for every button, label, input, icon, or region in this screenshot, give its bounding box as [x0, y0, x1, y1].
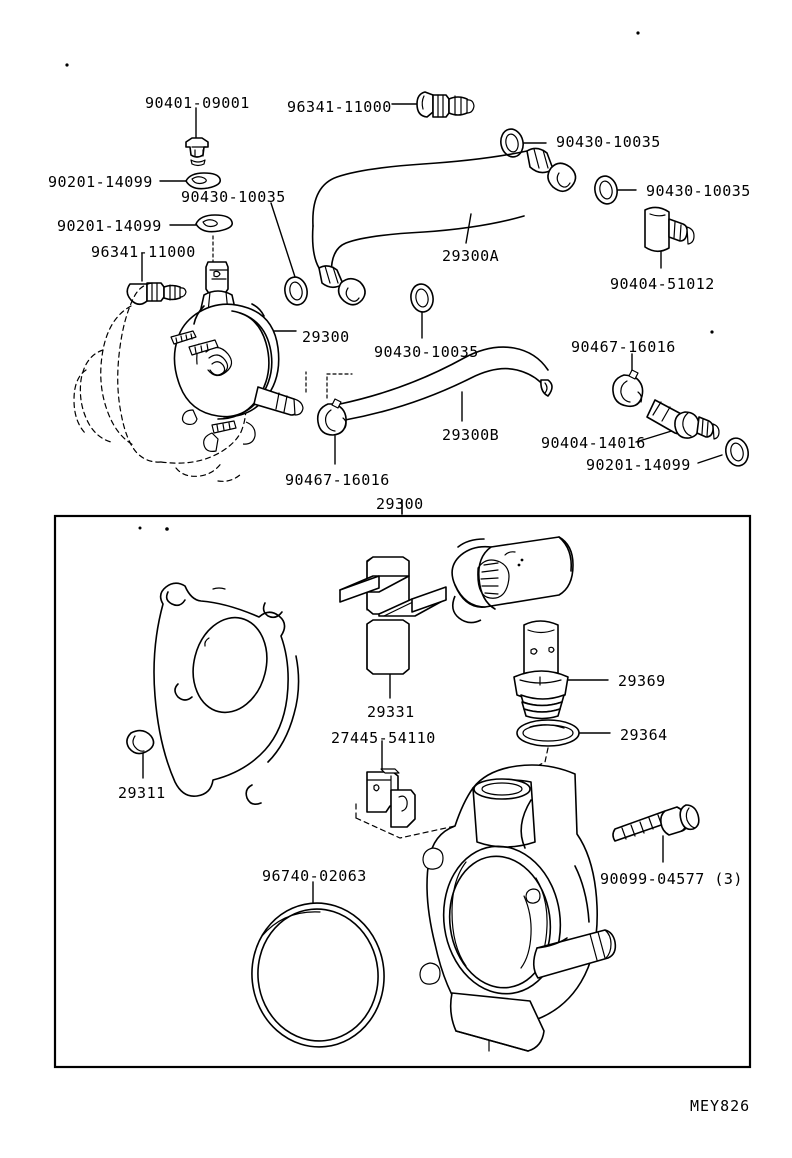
part-90467-16016-clamp-right [612, 353, 644, 408]
part-label-o-ring-valve[interactable]: 29364 [620, 726, 668, 744]
part-90430-10035-gasket-c [594, 175, 637, 205]
part-label-union-screw[interactable]: 90401-09001 [145, 94, 250, 112]
scan-speck [636, 31, 640, 35]
scan-speck [165, 527, 169, 531]
part-label-hose-clamp[interactable]: 90467-16016 [285, 471, 390, 489]
scan-speck [65, 63, 69, 67]
scan-speck [517, 563, 521, 567]
part-label-hose-union[interactable]: 90404-14016 [541, 434, 646, 452]
part-29331-vanes [339, 556, 447, 699]
part-90430-10035-gasket-b [270, 202, 308, 306]
part-label-hose-union[interactable]: 90404-51012 [610, 275, 715, 293]
part-27445-54110-bracket [366, 740, 416, 828]
scan-speck [138, 526, 142, 530]
part-90404-14016-hose-union [635, 399, 720, 443]
part-90404-51012-hose-union [644, 206, 695, 269]
alternator-body-ghost [73, 282, 247, 482]
part-label-washer-plate[interactable]: 90201-14099 [57, 217, 162, 235]
sheet-footer-code: MEY826 [690, 1097, 751, 1115]
part-90099-04577-bolt [612, 804, 700, 863]
part-label-gasket[interactable]: 90430-10035 [181, 188, 286, 206]
assembly-guide-bracket [355, 817, 456, 839]
part-label-o-ring-housing[interactable]: 96740-02063 [262, 867, 367, 885]
part-29300A-vacuum-hose [311, 147, 577, 306]
part-label-bracket[interactable]: 27445-54110 [331, 729, 436, 747]
lower-panel-drawing [53, 499, 752, 1069]
part-pump-housing [419, 764, 617, 1052]
part-96740-02063-o-ring [251, 881, 385, 1048]
part-label-relief-valve[interactable]: 29369 [618, 672, 666, 690]
part-29311-pin [126, 729, 155, 779]
part-label-vacuum-hose-a[interactable]: 29300A [442, 247, 500, 265]
part-label-union-bolt-left[interactable]: 96341-11000 [91, 243, 196, 261]
part-label-pin[interactable]: 29311 [118, 784, 166, 802]
part-96341-11000-union-bolt-left [126, 252, 187, 306]
part-90467-16016-clamp-left [316, 398, 347, 465]
part-label-union-bolt-top[interactable]: 96341-11000 [287, 98, 392, 116]
part-29369-relief-valve [513, 620, 609, 720]
upper-assembly-drawing [65, 31, 749, 482]
part-90201-14099-washer-right [697, 437, 749, 467]
panel-frame [53, 514, 752, 1069]
part-96341-11000-union-bolt-top [391, 91, 475, 118]
part-label-vacuum-pump-assy[interactable]: 29300 [302, 328, 350, 346]
part-label-gasket[interactable]: 90430-10035 [556, 133, 661, 151]
part-label-hose-clamp[interactable]: 90467-16016 [571, 338, 676, 356]
scan-speck [710, 330, 714, 334]
part-29364-o-ring [516, 719, 611, 747]
part-pump-cover-plate [153, 582, 300, 805]
part-label-gasket[interactable]: 90430-10035 [374, 343, 479, 361]
part-label-washer-plate[interactable]: 90201-14099 [48, 173, 153, 191]
assembly-guide-line-clamp-left [326, 373, 353, 399]
part-90430-10035-gasket-d [410, 283, 434, 339]
part-90430-10035-gasket-a [500, 128, 547, 158]
part-label-bolt[interactable]: 90099-04577 (3) [600, 870, 743, 888]
part-label-gasket[interactable]: 90430-10035 [646, 182, 751, 200]
part-29300-vacuum-pump [170, 261, 304, 452]
part-90201-14099-washer-lower [169, 214, 234, 233]
part-90401-09001-union-screw [185, 107, 209, 167]
part-label-pump-vane[interactable]: 29331 [367, 703, 415, 721]
part-label-vacuum-hose-b[interactable]: 29300B [442, 426, 500, 444]
panel-title: 29300 [376, 495, 424, 513]
part-90201-14099-washer-upper [159, 172, 222, 190]
part-label-washer-plate[interactable]: 90201-14099 [586, 456, 691, 474]
part-pump-rotor [451, 536, 574, 624]
